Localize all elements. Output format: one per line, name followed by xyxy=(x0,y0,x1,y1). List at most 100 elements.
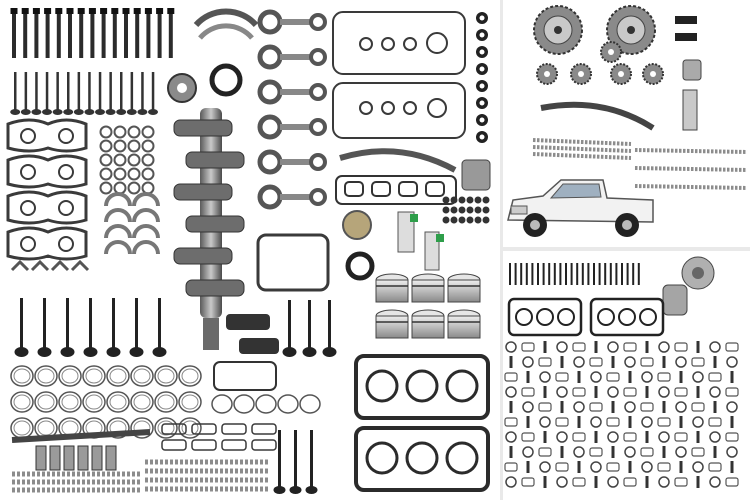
exhaust-gasket xyxy=(6,118,88,153)
mini-seal xyxy=(522,401,534,413)
mini-seal xyxy=(556,386,568,398)
mini-valve xyxy=(696,341,700,353)
head-bolts-group xyxy=(10,8,175,58)
mini-valve xyxy=(560,356,564,368)
connecting-rod xyxy=(257,44,327,70)
lifter-cylinder xyxy=(35,445,47,471)
mini-seal xyxy=(522,356,534,368)
piston xyxy=(411,273,445,303)
valves-bottom-row xyxy=(14,298,167,357)
piston-ring xyxy=(34,365,58,387)
mini-gasket xyxy=(691,357,705,367)
head-bolt xyxy=(34,10,39,58)
guide-bracket-2 xyxy=(675,33,697,41)
piston-ring xyxy=(106,417,130,439)
piston-ring xyxy=(82,365,106,387)
pickup-truck-image xyxy=(507,179,654,237)
valve xyxy=(45,72,49,110)
timing-chain-guide xyxy=(339,148,457,173)
mini-seal xyxy=(675,356,687,368)
full-rebuild-kit-panel xyxy=(503,251,750,500)
mini-gasket xyxy=(521,432,535,442)
spark-plug-tube-seals xyxy=(476,12,488,143)
head-bolt xyxy=(124,10,128,58)
cam-phaser-intake xyxy=(533,5,583,55)
head-bolt xyxy=(157,10,162,58)
piston xyxy=(375,309,409,339)
timing-chain xyxy=(532,138,632,146)
crankshaft xyxy=(167,73,245,350)
mini-bolt xyxy=(514,263,517,285)
lifter xyxy=(466,206,474,214)
mini-valve xyxy=(628,416,632,428)
mini-bolt xyxy=(531,263,534,285)
valve-seal xyxy=(99,153,113,167)
exhaust-gasket xyxy=(6,154,88,189)
mini-gasket xyxy=(555,417,569,427)
valve xyxy=(35,72,38,110)
valve-cover-gaskets xyxy=(332,11,466,139)
connecting-rod xyxy=(257,184,327,210)
small-head-gaskets xyxy=(507,297,665,337)
mini-gasket xyxy=(640,447,654,457)
crank-web xyxy=(173,183,233,201)
mini-valve xyxy=(577,371,581,383)
pistons-group xyxy=(375,273,481,339)
head-bolt xyxy=(23,10,28,58)
mini-seal xyxy=(692,461,704,473)
panel-divider-vertical xyxy=(500,0,503,500)
mini-seal xyxy=(692,371,704,383)
timing-chain xyxy=(532,145,632,153)
lifter xyxy=(458,216,466,224)
mini-gasket xyxy=(555,372,569,382)
valve-seal xyxy=(113,139,127,153)
mini-valve xyxy=(679,416,683,428)
lifter xyxy=(482,216,490,224)
hydraulic-lifters xyxy=(35,445,117,471)
mini-gasket xyxy=(674,432,688,442)
mini-bolt xyxy=(542,263,545,285)
valve-seal xyxy=(141,125,155,139)
water-passage-gaskets xyxy=(161,361,277,451)
valve xyxy=(308,300,311,350)
mini-bolt xyxy=(598,263,601,285)
mini-valve xyxy=(696,476,700,488)
piston-ring xyxy=(178,365,202,387)
piston-ring xyxy=(255,394,277,414)
bearing-shell xyxy=(104,192,132,207)
small-parts-grid xyxy=(504,341,739,488)
intake-manifold-gasket xyxy=(335,175,457,205)
lifter xyxy=(450,216,458,224)
connecting-rod xyxy=(257,114,327,140)
mini-seal xyxy=(607,386,619,398)
valve xyxy=(66,298,69,350)
mini-bolt xyxy=(637,263,640,285)
timing-chain xyxy=(634,184,748,190)
valve xyxy=(120,72,123,110)
mini-seal xyxy=(658,386,670,398)
rear-main-seal xyxy=(209,63,243,97)
water-pump xyxy=(662,256,715,316)
mini-gasket xyxy=(606,372,620,382)
vvt-brackets xyxy=(397,211,444,271)
mini-seal xyxy=(726,356,738,368)
mini-seal xyxy=(607,476,619,488)
piston-ring xyxy=(211,394,233,414)
mini-gasket xyxy=(725,432,739,442)
valves-top-row xyxy=(10,72,158,115)
head-bolt xyxy=(12,10,16,58)
valve-seal xyxy=(113,153,127,167)
piston xyxy=(411,309,445,339)
mini-valve xyxy=(509,356,513,368)
mini-gasket xyxy=(725,342,739,352)
mini-gasket xyxy=(708,462,722,472)
mini-gasket xyxy=(708,417,722,427)
mini-valve xyxy=(560,401,564,413)
mini-valve xyxy=(526,371,530,383)
mini-bolt xyxy=(615,263,618,285)
mini-valve xyxy=(679,371,683,383)
mini-valve xyxy=(594,476,598,488)
piston-ring xyxy=(106,365,130,387)
head-bolt xyxy=(68,10,72,58)
mini-gasket xyxy=(691,402,705,412)
